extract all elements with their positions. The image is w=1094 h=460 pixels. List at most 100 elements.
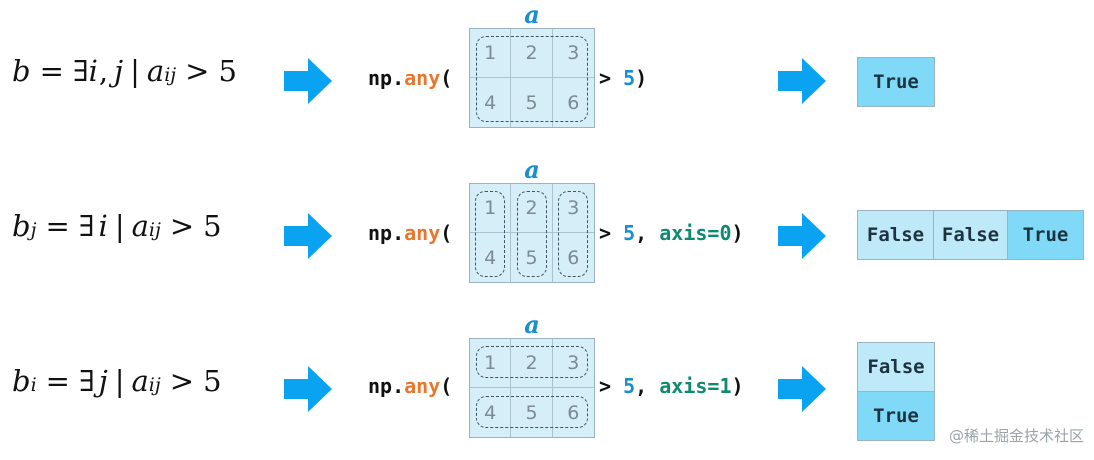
matrix-cell: 5: [511, 233, 553, 282]
array-matrix: 1 2 3 4 5 6: [469, 338, 595, 438]
matrix-cell: 2: [511, 184, 553, 233]
formula-var-i: i: [88, 54, 98, 88]
code-func: any: [404, 66, 441, 90]
result-cell: True: [857, 390, 935, 441]
matrix-cell: 5: [511, 388, 553, 437]
group-row-1: [476, 396, 588, 428]
result-cell: False: [857, 210, 934, 260]
matrix-cell: 2: [511, 29, 553, 78]
array-label: a: [524, 0, 540, 29]
formula-lhs-sub: j: [30, 219, 37, 241]
greater-than: >: [185, 54, 210, 88]
code-open-paren: (: [440, 221, 453, 245]
formula-lhs-sub: i: [30, 374, 37, 396]
matrix-cell: 4: [470, 78, 512, 127]
such-that-bar: |: [130, 54, 140, 88]
code-compare: >: [599, 221, 624, 245]
arrow-right-icon: [778, 213, 826, 259]
code-call: np.any(: [368, 219, 452, 247]
formula-lhs: b: [12, 209, 31, 243]
formula-array-sub: ij: [164, 64, 177, 86]
greater-than: >: [169, 209, 195, 243]
array-label: a: [524, 310, 540, 339]
code-axis-arg: axis=0: [659, 221, 732, 245]
matrix-cell: 3: [552, 339, 594, 388]
code-separator: ,: [635, 374, 660, 398]
equals-sign: =: [45, 209, 70, 243]
equals-sign: =: [39, 54, 64, 88]
greater-than: >: [169, 364, 195, 398]
result-cell: False: [857, 342, 935, 392]
code-prefix: np.: [368, 221, 405, 245]
code-open-paren: (: [440, 66, 453, 90]
formula-threshold: 5: [218, 54, 237, 88]
code-axis-arg: axis=1: [659, 374, 732, 398]
result-column-vector: False True: [857, 342, 935, 441]
code-call: np.any(: [368, 372, 452, 400]
code-number: 5: [623, 374, 636, 398]
formula-array-sub: ij: [148, 374, 161, 396]
matrix-cell: 6: [567, 246, 580, 269]
formula-var: j: [98, 364, 108, 398]
code-close-paren: ): [731, 221, 744, 245]
exists-symbol: ∃: [72, 54, 89, 88]
result-cell: False: [932, 210, 1009, 260]
formula-lhs: b: [12, 54, 31, 88]
formula-array: a: [146, 54, 165, 88]
code-call: np.any(: [368, 64, 452, 92]
such-that-bar: |: [114, 209, 125, 243]
matrix-cell: 6: [567, 401, 580, 424]
group-row-0: [476, 346, 588, 378]
matrix-cell: 6: [567, 91, 580, 114]
group-all-elements: [476, 36, 588, 122]
formula-var: i: [98, 209, 108, 243]
code-compare: >: [599, 374, 624, 398]
code-prefix: np.: [368, 374, 405, 398]
code-func: any: [404, 221, 441, 245]
array-matrix: 1 2 3 4 5 6: [469, 183, 595, 283]
matrix-cell: 1: [470, 339, 512, 388]
matrix-cell: 5: [511, 78, 553, 127]
code-tail: > 5): [599, 64, 647, 92]
equals-sign: =: [45, 364, 70, 398]
code-open-paren: (: [440, 374, 453, 398]
array-matrix: 1 2 3 4 5 6: [469, 28, 595, 128]
arrow-right-icon: [284, 213, 332, 259]
formula-threshold: 5: [203, 209, 222, 243]
code-tail: > 5, axis=1): [599, 372, 744, 400]
matrix-cell: 3: [552, 184, 594, 233]
code-separator: ,: [635, 221, 660, 245]
result-scalar: True: [857, 57, 935, 107]
comma: ,: [98, 54, 109, 88]
matrix-cell: 3: [552, 29, 594, 78]
exists-symbol: ∃: [78, 364, 95, 398]
code-func: any: [404, 374, 441, 398]
matrix-cell: 2: [511, 339, 553, 388]
result-cell: True: [1007, 210, 1084, 260]
arrow-right-icon: [284, 58, 332, 104]
code-number: 5: [623, 66, 636, 90]
array-label: a: [524, 155, 540, 184]
formula-array: a: [131, 364, 149, 398]
code-compare: >: [599, 66, 624, 90]
formula-threshold: 5: [203, 364, 222, 398]
matrix-cell: 4: [470, 388, 512, 437]
watermark: @稀土掘金技术社区: [948, 427, 1084, 445]
code-close-paren: ): [635, 66, 648, 90]
matrix-cell: 4: [470, 233, 512, 282]
formula-array-sub: ij: [148, 219, 161, 241]
group-column-1: [517, 191, 547, 277]
result-row-vector: False False True: [857, 210, 1084, 260]
code-prefix: np.: [368, 66, 405, 90]
arrow-right-icon: [284, 366, 332, 412]
matrix-cell: 1: [470, 29, 512, 78]
group-column-2: [558, 191, 588, 277]
group-column-0: [475, 191, 505, 277]
formula-array: a: [131, 209, 149, 243]
exists-symbol: ∃: [78, 209, 95, 243]
